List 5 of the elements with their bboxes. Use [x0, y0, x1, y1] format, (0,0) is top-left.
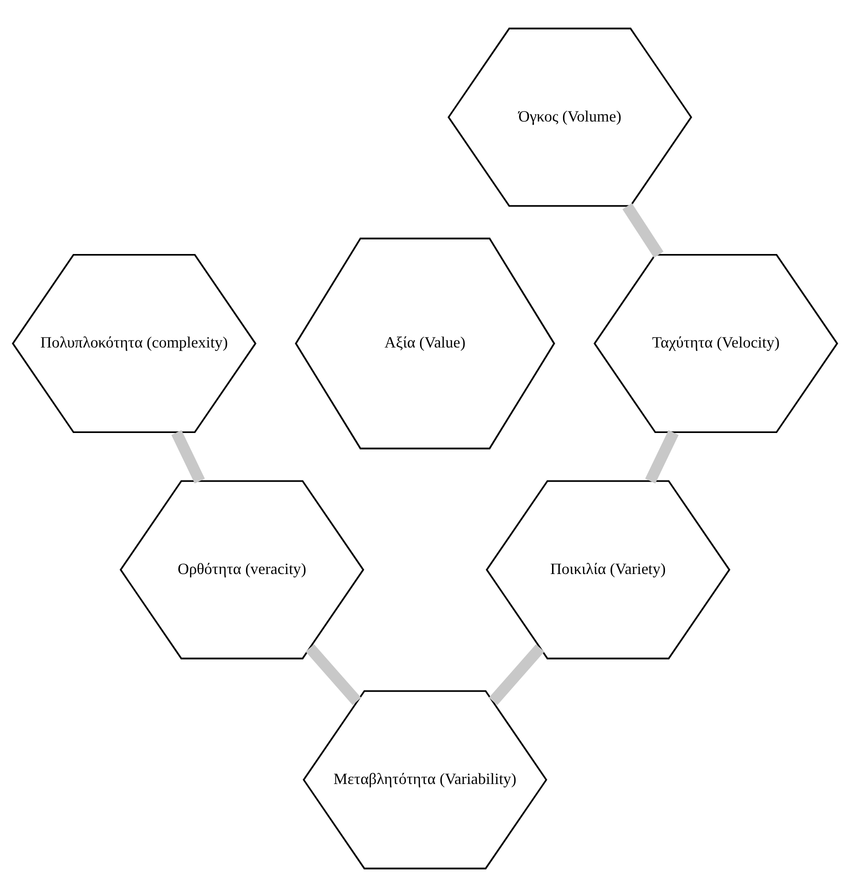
- connector: [645, 430, 679, 483]
- connector: [488, 644, 544, 705]
- connector: [171, 430, 205, 483]
- connector: [622, 202, 664, 258]
- connector: [306, 644, 362, 705]
